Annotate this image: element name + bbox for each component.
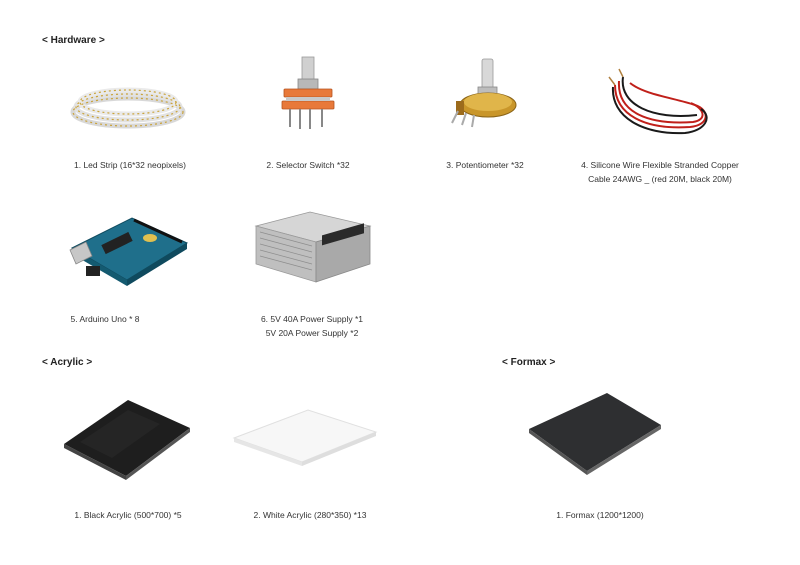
white-acrylic-caption: 2. White Acrylic (280*350) *13	[253, 510, 367, 520]
arduino-caption: 5. Arduino Uno * 8	[70, 314, 140, 324]
led-strip-caption: 1. Led Strip (16*32 neopixels)	[74, 160, 186, 170]
potentiometer-caption: 3. Potentiometer *32	[446, 160, 524, 170]
power-supply-caption: 6. 5V 40A Power Supply *1 5V 20A Power S…	[232, 312, 392, 340]
hardware-heading: < Hardware >	[42, 35, 105, 46]
silicone-wire-caption-line1: 4. Silicone Wire Flexible Stranded Coppe…	[581, 160, 739, 170]
power-supply-caption-line2: 5V 20A Power Supply *2	[265, 328, 359, 338]
white-panel-icon	[232, 409, 378, 466]
selector-switch-caption: 2. Selector Switch *32	[266, 160, 350, 170]
silicone-wire-caption: 4. Silicone Wire Flexible Stranded Coppe…	[570, 158, 750, 186]
black-panel-icon	[64, 400, 190, 480]
potentiometer-icon	[451, 58, 517, 128]
led-strip-icon	[70, 87, 186, 129]
acrylic-heading: < Acrylic >	[42, 357, 93, 368]
formax-caption: 1. Formax (1200*1200)	[556, 510, 644, 520]
dark-panel-icon	[529, 393, 661, 475]
wire-icon	[608, 68, 708, 135]
silicone-wire-caption-line2: Cable 24AWG _ (red 20M, black 20M)	[588, 174, 732, 184]
arduino-board-icon	[69, 217, 189, 286]
formax-heading: < Formax >	[502, 357, 556, 368]
rotary-switch-icon	[281, 56, 335, 129]
black-acrylic-caption: 1. Black Acrylic (500*700) *5	[74, 510, 182, 520]
power-supply-caption-line1: 6. 5V 40A Power Supply *1	[260, 314, 364, 324]
power-supply-icon	[254, 211, 372, 283]
